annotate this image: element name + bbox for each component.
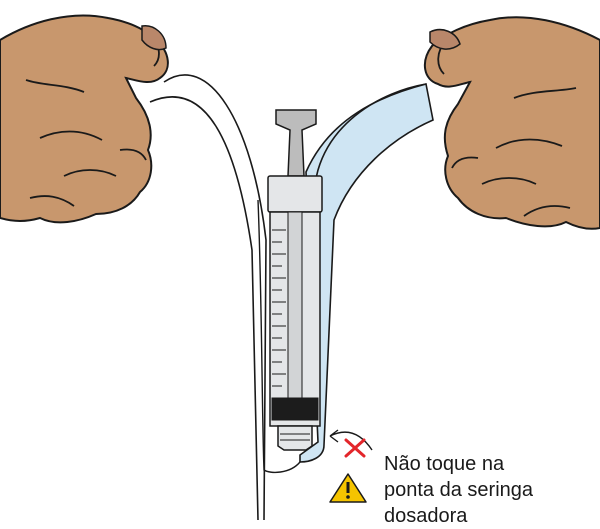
warning-line-2: ponta da seringa xyxy=(384,477,533,503)
syringe-plunger-rod xyxy=(288,212,302,400)
right-hand xyxy=(425,17,600,229)
left-hand-shape xyxy=(0,15,168,222)
syringe-flange xyxy=(268,176,322,212)
tip-pointer-arrow xyxy=(330,430,372,450)
left-hand xyxy=(0,15,168,222)
syringe-plunger-seal xyxy=(272,398,318,420)
warning-triangle-icon xyxy=(330,474,366,502)
syringe-tip xyxy=(278,426,312,450)
red-x-icon xyxy=(346,440,364,456)
warning-message: Não toque na ponta da seringa dosadora xyxy=(384,451,533,529)
warning-line-1: Não toque na xyxy=(384,451,533,477)
warning-line-3: dosadora xyxy=(384,503,533,529)
pouch-back-panel xyxy=(150,75,266,520)
